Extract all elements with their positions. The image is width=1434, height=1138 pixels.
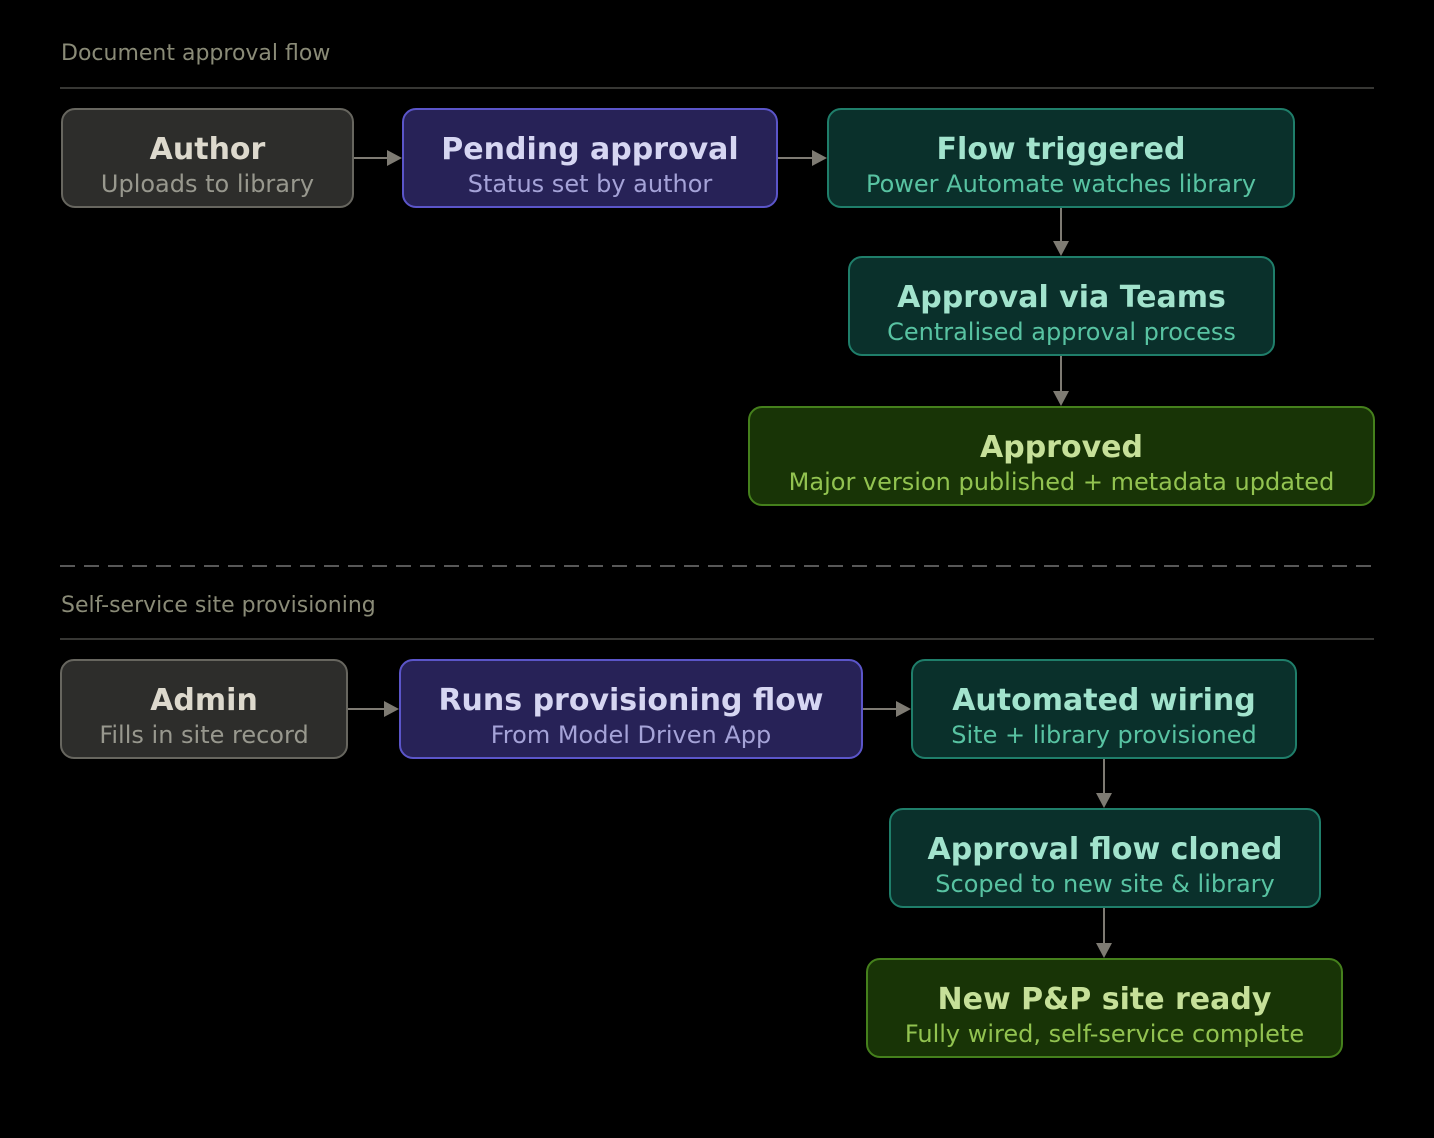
arrow-runs-provisioning-to-automated-wiring	[863, 701, 911, 717]
arrow-head-right-icon	[387, 150, 402, 166]
node-subtitle: Power Automate watches library	[865, 170, 1257, 198]
arrow-shaft	[778, 157, 814, 159]
node-title: Flow triggered	[936, 132, 1186, 167]
node-subtitle: Scoped to new site & library	[935, 870, 1275, 898]
section-heading-document-approval-flow: Document approval flow	[61, 41, 331, 66]
node-subtitle: Centralised approval process	[887, 318, 1236, 346]
node-title: Approval flow cloned	[927, 832, 1283, 867]
node-subtitle: Uploads to library	[100, 170, 315, 198]
node-subtitle: Site + library provisioned	[951, 721, 1257, 749]
node-title: Author	[149, 132, 266, 167]
arrow-shaft	[354, 157, 389, 159]
arrow-approval-flow-cloned-to-new-pnp-site-ready	[1096, 908, 1112, 958]
node-subtitle: Fully wired, self-service complete	[904, 1020, 1305, 1048]
node-approval-via-teams: Approval via Teams Centralised approval …	[848, 256, 1275, 356]
arrow-automated-wiring-to-approval-flow-cloned	[1096, 759, 1112, 808]
arrow-shaft	[863, 708, 898, 710]
node-subtitle: Fills in site record	[99, 721, 309, 749]
section-heading-self-service-site-provisioning: Self-service site provisioning	[61, 593, 376, 618]
arrow-shaft	[1060, 356, 1062, 393]
node-subtitle: Major version published + metadata updat…	[788, 468, 1335, 496]
section-separator	[60, 565, 1374, 567]
node-subtitle: From Model Driven App	[490, 721, 772, 749]
arrow-head-right-icon	[384, 701, 399, 717]
node-title: Automated wiring	[952, 683, 1256, 718]
node-automated-wiring: Automated wiring Site + library provisio…	[911, 659, 1297, 759]
arrow-approval-via-teams-to-approved	[1053, 356, 1069, 406]
arrow-shaft	[348, 708, 386, 710]
arrow-head-down-icon	[1053, 391, 1069, 406]
arrow-head-down-icon	[1096, 943, 1112, 958]
arrow-author-to-pending-approval	[354, 150, 402, 166]
node-runs-provisioning: Runs provisioning flow From Model Driven…	[399, 659, 863, 759]
arrow-pending-approval-to-flow-triggered	[778, 150, 827, 166]
node-flow-triggered: Flow triggered Power Automate watches li…	[827, 108, 1295, 208]
arrow-head-down-icon	[1053, 241, 1069, 256]
section-rule-2	[60, 638, 1374, 640]
node-title: Approved	[980, 430, 1143, 465]
arrow-shaft	[1103, 908, 1105, 945]
node-title: Approval via Teams	[897, 280, 1226, 315]
arrow-flow-triggered-to-approval-via-teams	[1053, 208, 1069, 256]
node-admin: Admin Fills in site record	[60, 659, 348, 759]
node-author: Author Uploads to library	[61, 108, 354, 208]
arrow-shaft	[1103, 759, 1105, 795]
node-approval-flow-cloned: Approval flow cloned Scoped to new site …	[889, 808, 1321, 908]
arrow-head-right-icon	[896, 701, 911, 717]
arrow-admin-to-runs-provisioning	[348, 701, 399, 717]
arrow-head-down-icon	[1096, 793, 1112, 808]
node-subtitle: Status set by author	[467, 170, 713, 198]
section-rule-1	[60, 87, 1374, 89]
node-title: Admin	[150, 683, 258, 718]
node-title: Runs provisioning flow	[438, 683, 824, 718]
node-pending-approval: Pending approval Status set by author	[402, 108, 778, 208]
node-title: New P&P site ready	[937, 982, 1272, 1017]
arrow-shaft	[1060, 208, 1062, 243]
arrow-head-right-icon	[812, 150, 827, 166]
node-new-pnp-site-ready: New P&P site ready Fully wired, self-ser…	[866, 958, 1343, 1058]
node-title: Pending approval	[441, 132, 739, 167]
node-approved: Approved Major version published + metad…	[748, 406, 1375, 506]
